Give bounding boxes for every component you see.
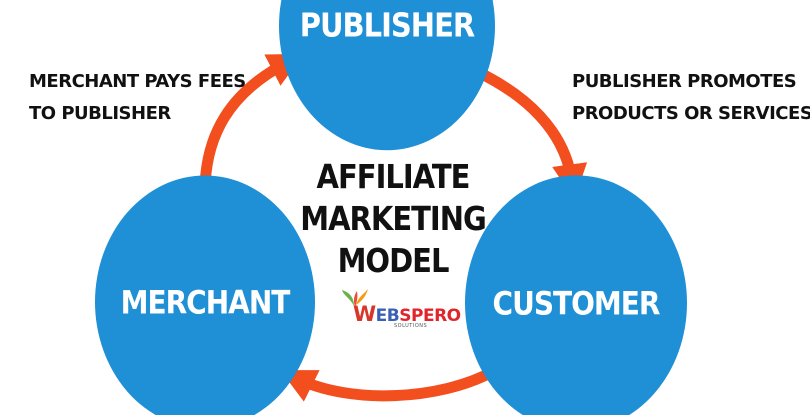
arrow-customer-to-merchant bbox=[280, 367, 495, 402]
merchant-label: MERCHANT bbox=[120, 283, 291, 321]
logo-wordmark: WEBSPERO bbox=[353, 302, 461, 326]
publisher-promotes-caption: PUBLISHER PROMOTES PRODUCTS OR SERVICES bbox=[572, 66, 810, 130]
arrow-publisher-to-customer bbox=[475, 67, 588, 200]
merchant-pays-caption: MERCHANT PAYS FEES TO PUBLISHER bbox=[29, 66, 246, 130]
caption-line: MERCHANT PAYS FEES bbox=[29, 71, 246, 92]
customer-node: CUSTOMER bbox=[465, 175, 687, 415]
merchant-node: MERCHANT bbox=[95, 175, 315, 415]
logo-part-spero: SPERO bbox=[399, 306, 461, 326]
caption-line: PUBLISHER PROMOTES bbox=[572, 71, 797, 92]
caption-line: TO PUBLISHER bbox=[29, 103, 171, 124]
title-line: MARKETING bbox=[300, 199, 487, 239]
logo-letter-w: W bbox=[353, 302, 376, 326]
center-title: AFFILIATE MARKETING MODEL bbox=[298, 156, 488, 282]
title-line: AFFILIATE bbox=[316, 157, 471, 197]
customer-label: CUSTOMER bbox=[492, 284, 661, 322]
webspero-logo: WEBSPERO SOLUTIONS bbox=[340, 288, 461, 336]
logo-tagline: SOLUTIONS bbox=[394, 323, 428, 329]
arrow-merchant-to-publisher bbox=[199, 53, 304, 193]
logo-leaf-icon bbox=[342, 289, 368, 307]
publisher-label: PUBLISHER bbox=[299, 5, 475, 45]
logo-part-eb: EB bbox=[375, 306, 400, 326]
title-line: MODEL bbox=[337, 241, 450, 281]
caption-line: PRODUCTS OR SERVICES bbox=[572, 103, 810, 124]
